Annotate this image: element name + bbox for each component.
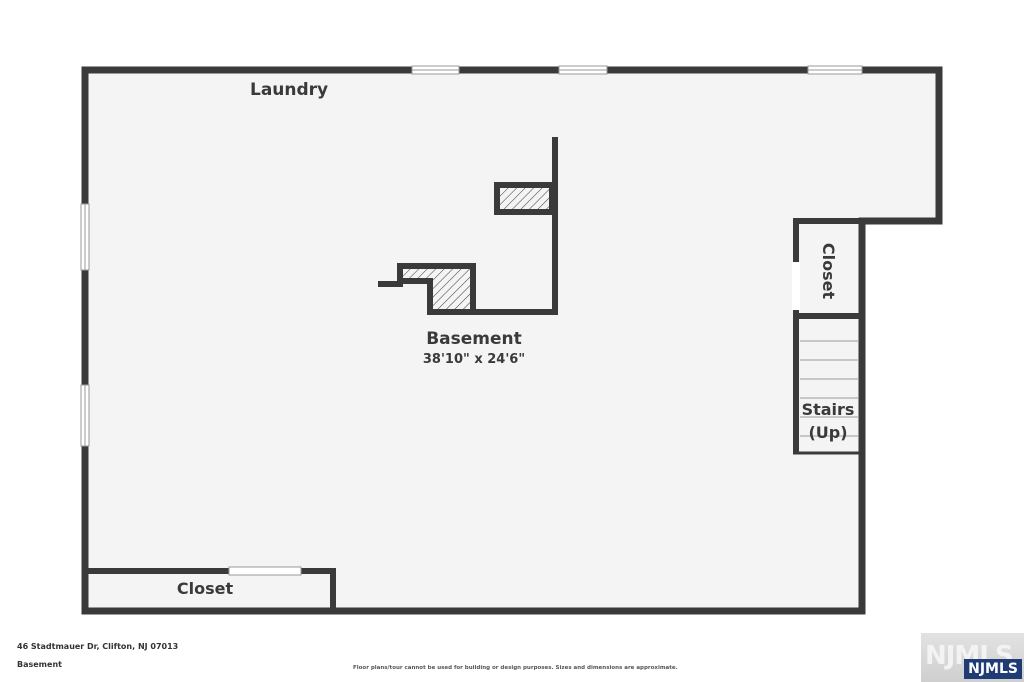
floor-area bbox=[85, 70, 939, 611]
property-address: 46 Stadtmauer Dr, Clifton, NJ 07013 bbox=[17, 642, 179, 651]
disclaimer-text: Floor plans/tour cannot be used for buil… bbox=[353, 665, 678, 671]
floor-plan: Laundry Basement 38'10" x 24'6" Closet S… bbox=[80, 65, 943, 615]
window-top-3 bbox=[807, 65, 863, 75]
window-left-2 bbox=[80, 384, 90, 447]
center-structure bbox=[378, 137, 558, 315]
window-left-1 bbox=[80, 203, 90, 271]
closet-right-walls bbox=[792, 218, 865, 455]
stairs-direction-label: (Up) bbox=[808, 423, 847, 442]
stair-treads bbox=[800, 340, 859, 437]
closet-bottom-label: Closet bbox=[177, 579, 234, 598]
closet-bottom-door bbox=[228, 566, 302, 576]
closet-bottom-walls bbox=[85, 566, 336, 611]
njmls-watermark: NJMLS NJMLS bbox=[921, 633, 1024, 682]
stairs-label: Stairs bbox=[802, 400, 855, 419]
laundry-label: Laundry bbox=[250, 80, 328, 100]
basement-dimensions: 38'10" x 24'6" bbox=[423, 352, 525, 367]
closet-right-door-opening bbox=[792, 262, 800, 310]
njmls-logo: NJMLS bbox=[964, 659, 1022, 679]
basement-label: Basement bbox=[426, 329, 522, 349]
window-top-2 bbox=[558, 65, 608, 75]
floor-name: Basement bbox=[17, 660, 62, 669]
window-top-1 bbox=[411, 65, 460, 75]
closet-right-label: Closet bbox=[819, 243, 838, 300]
